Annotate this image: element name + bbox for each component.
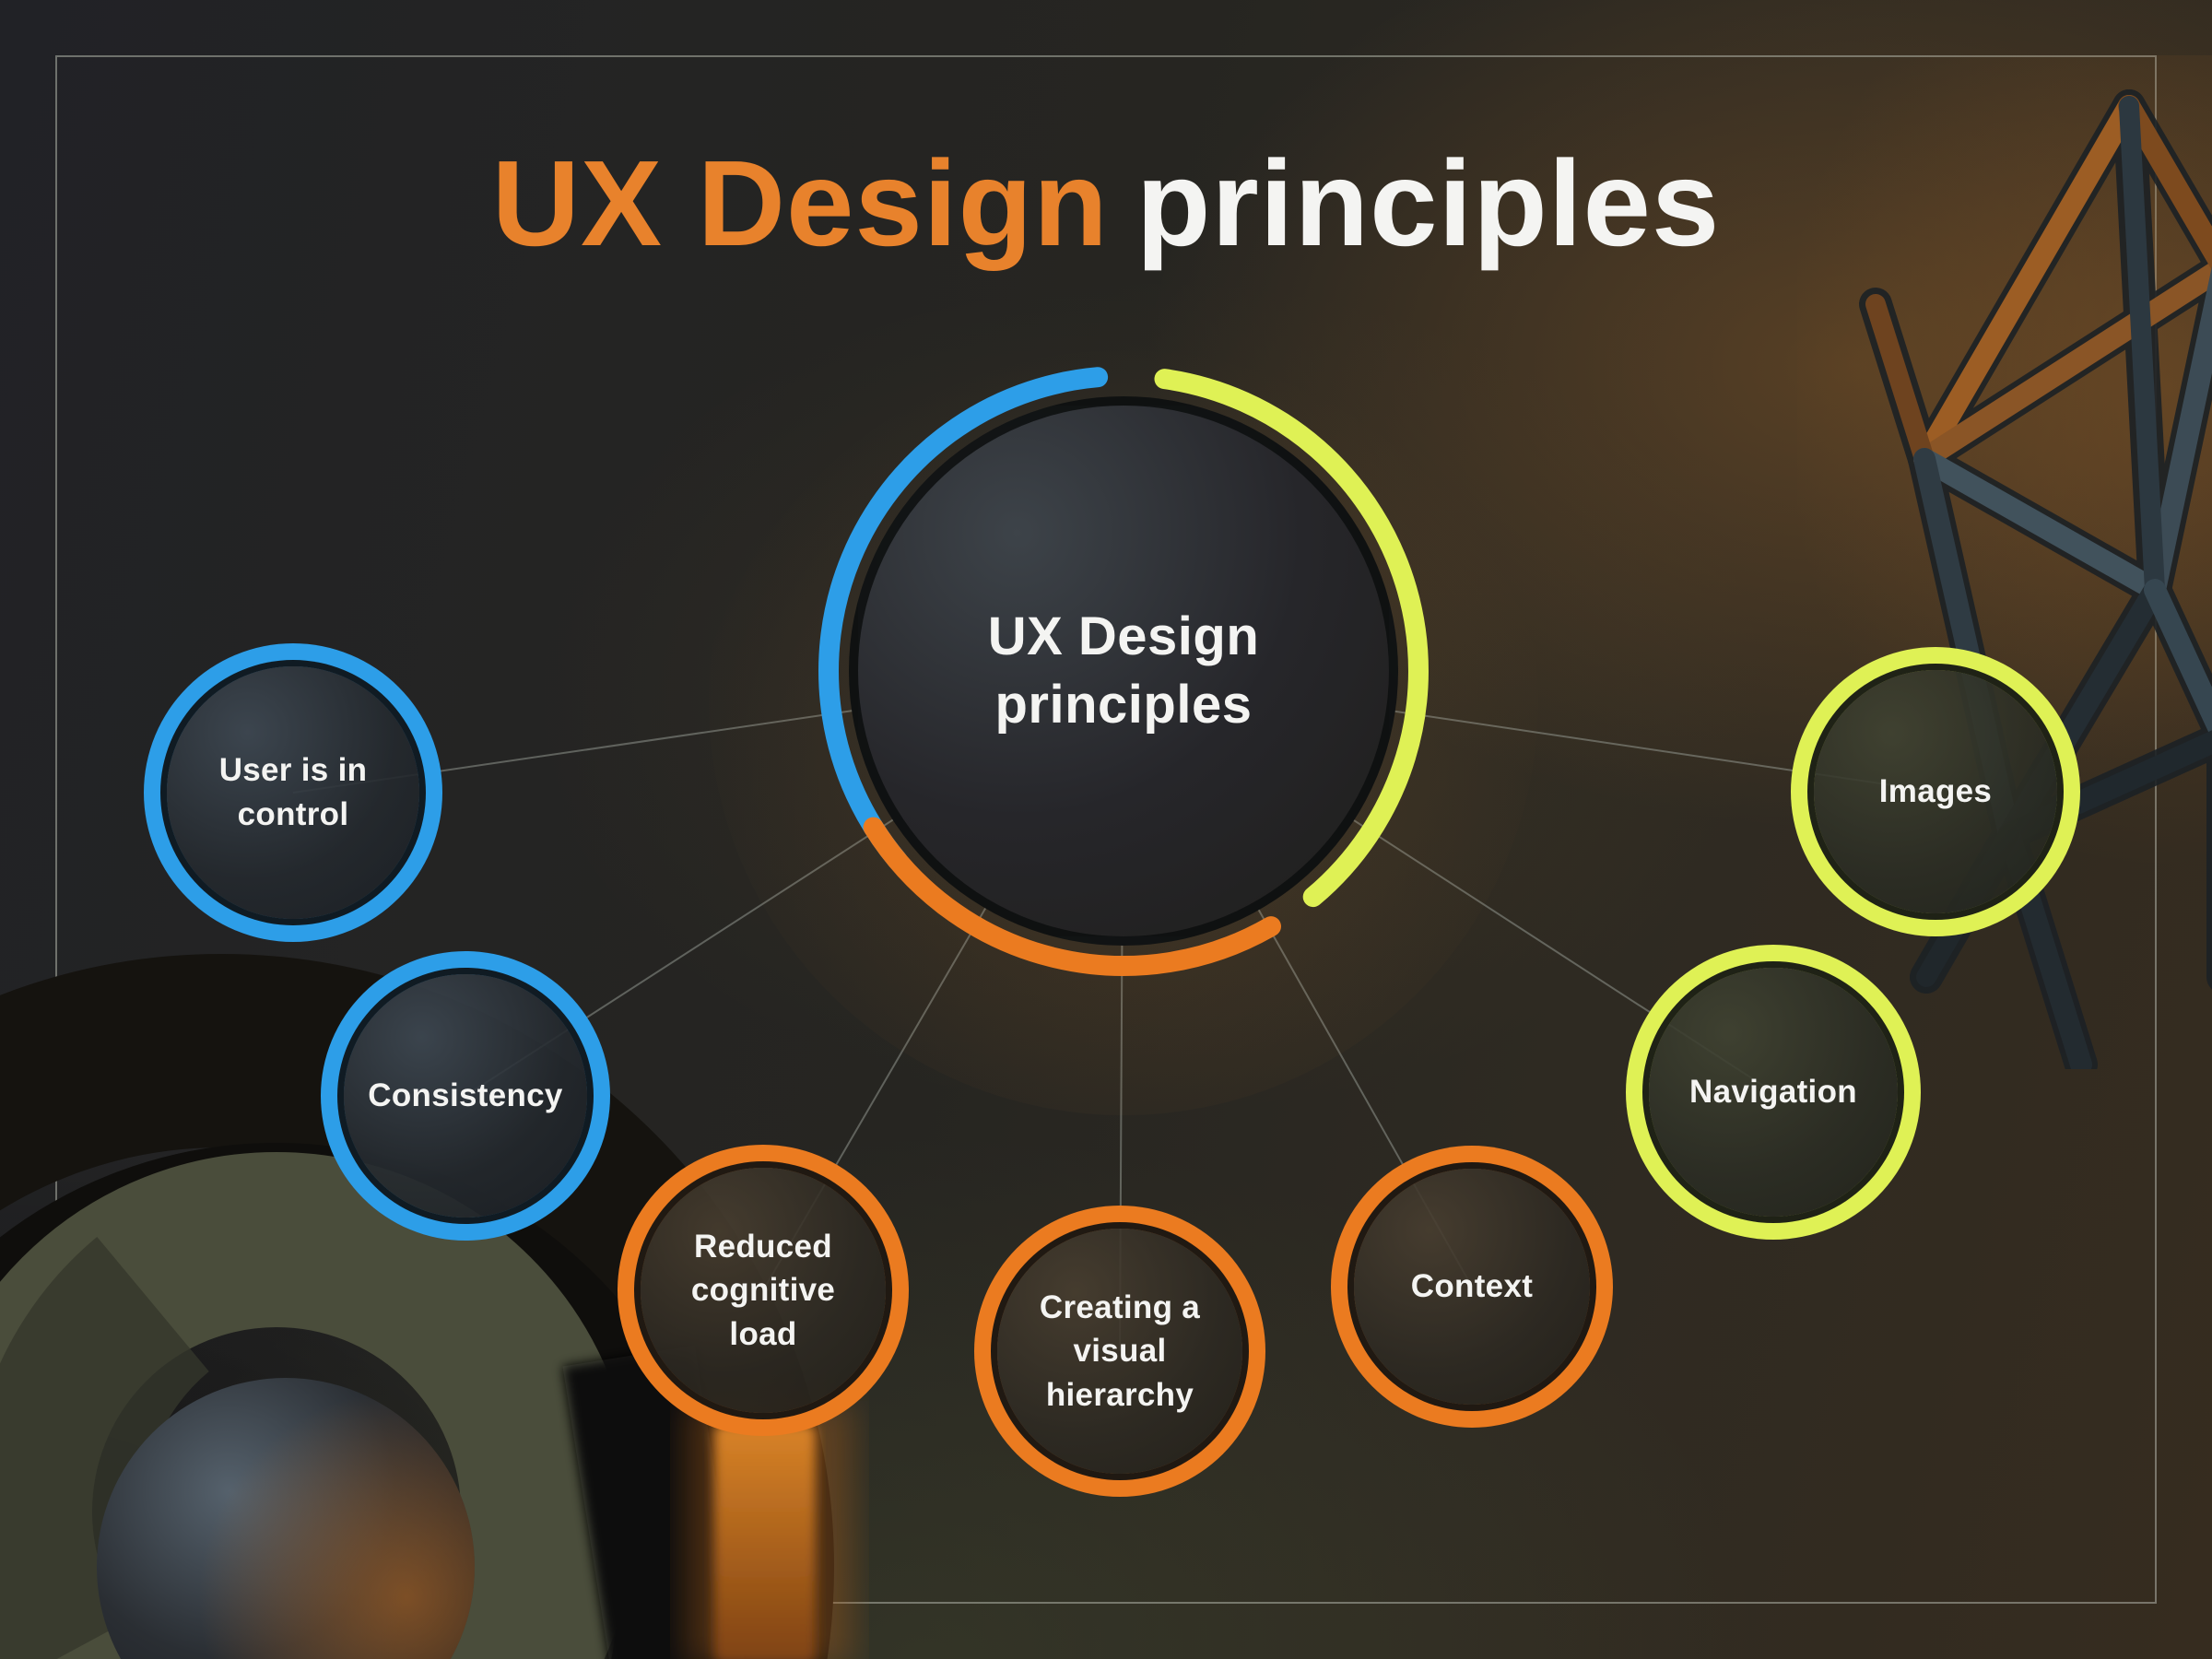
- node-label: Navigation: [1689, 1074, 1857, 1111]
- node-label: Consistency: [368, 1077, 563, 1114]
- node-label: Images: [1878, 773, 1993, 810]
- node-reduced-cognitive-load: Reduced cognitive load: [641, 1168, 886, 1413]
- node-label: Creating a visual hierarchy: [1039, 1288, 1201, 1413]
- node-label: Reduced cognitive load: [690, 1228, 836, 1352]
- page-title-highlight: UX Design: [491, 135, 1109, 271]
- central-node: UX Design principles: [849, 396, 1398, 946]
- node-consistency: Consistency: [344, 974, 587, 1218]
- node-navigation: Navigation: [1649, 968, 1898, 1217]
- central-node-label: UX Design principles: [987, 606, 1260, 735]
- node-images: Images: [1814, 670, 2057, 913]
- node-creating-a-visual-hierarchy: Creating a visual hierarchy: [997, 1229, 1242, 1474]
- node-label: Context: [1410, 1268, 1534, 1305]
- node-label: User is in control: [218, 752, 368, 832]
- torus-olive-shadow: [0, 1236, 211, 1659]
- node-context: Context: [1354, 1169, 1590, 1405]
- torus-decoration: [0, 954, 853, 1659]
- page-title-rest: principles: [1135, 135, 1721, 271]
- node-user-is-in-control: User is in control: [167, 666, 419, 919]
- orange-pillar: [714, 1424, 816, 1659]
- sphere-rim-light: [97, 1378, 475, 1659]
